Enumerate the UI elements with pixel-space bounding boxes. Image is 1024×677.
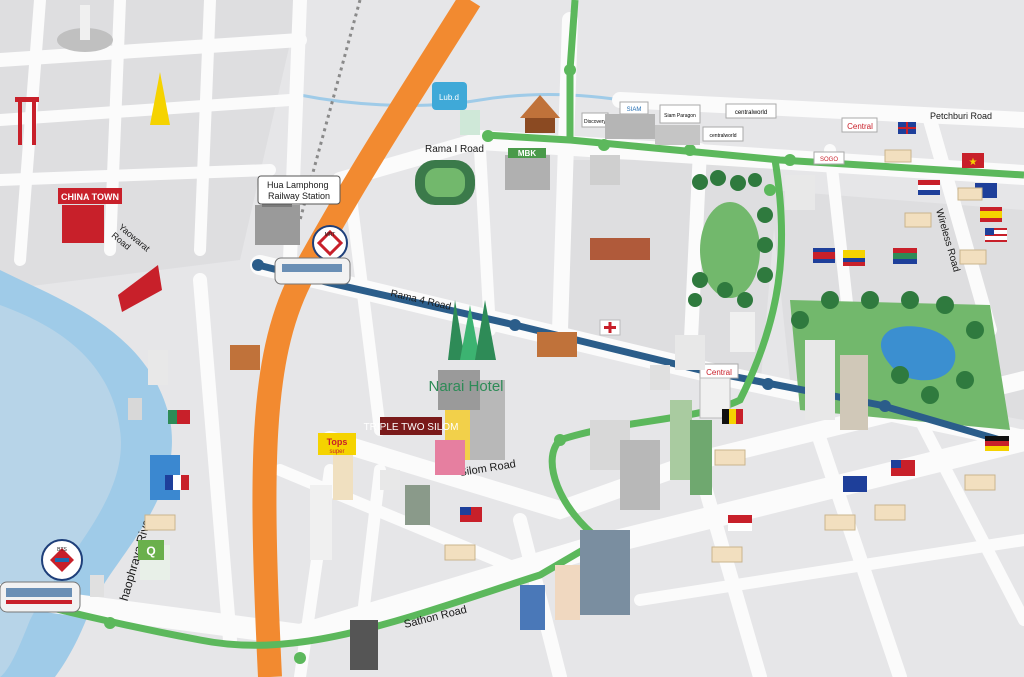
svg-text:★: ★ (969, 157, 978, 168)
flag-singapore (728, 515, 752, 531)
bts-station-icon[interactable]: BTS (41, 539, 83, 581)
sogo: SOGO (813, 151, 845, 165)
svg-text:BTS: BTS (57, 547, 67, 553)
tops-supermarket: Tops super (318, 433, 356, 500)
flag-colombia (843, 250, 865, 266)
svg-text:centralworld: centralworld (710, 133, 737, 139)
embassy-pedestals (144, 149, 996, 563)
giant-swing (15, 97, 39, 145)
central-chidlom: Central (841, 117, 878, 133)
flag-germany (985, 436, 1009, 451)
mrt-train (274, 257, 351, 285)
petchburi-road-label: Petchburi Road (930, 111, 992, 121)
china-town: CHINA TOWN (58, 188, 162, 312)
flag-australia (843, 476, 867, 492)
svg-text:centralworld: centralworld (735, 110, 767, 116)
hospital-icon (599, 319, 621, 336)
central-silom: Central (699, 363, 739, 419)
svg-text:MBK: MBK (518, 149, 536, 158)
flag-uk (898, 122, 916, 134)
rama1-road-label: Rama I Road (425, 144, 484, 155)
svg-text:Tops: Tops (327, 437, 348, 447)
svg-text:CHINA TOWN: CHINA TOWN (61, 192, 119, 202)
flag-usa (985, 228, 1007, 242)
mbk-center: MBK (505, 148, 550, 190)
canal (299, 93, 651, 107)
flag-malaysia (891, 460, 915, 476)
svg-text:Hua Lamphong Railway Sta: Hua Lamphong Railway Station (267, 180, 331, 201)
hua-lamphong-label-1: Hua Lamphong (267, 180, 329, 190)
svg-text:Siam Paragon: Siam Paragon (664, 113, 696, 119)
centralworld: centralworld centralworld (702, 103, 777, 142)
svg-text:TRIPLE TWO SILOM: TRIPLE TWO SILOM (364, 422, 459, 433)
golden-temple (150, 72, 170, 125)
flag-portugal (168, 410, 190, 424)
democracy-monument (57, 5, 113, 52)
svg-text:Lub.d: Lub.d (439, 93, 459, 102)
siam-paragon: Siam Paragon (655, 104, 701, 145)
svg-text:Central: Central (847, 122, 873, 131)
hua-lamphong-label-2: Railway Station (268, 191, 330, 201)
svg-text:Central: Central (706, 368, 732, 377)
svg-text:Discovery: Discovery (584, 119, 606, 125)
mrt-station-icon[interactable]: MRT (312, 225, 348, 261)
svg-text:Q: Q (146, 544, 155, 558)
lub-d-hostel: Lub.d (432, 82, 480, 135)
buildings (90, 155, 868, 670)
sports-field (700, 202, 760, 298)
hua-lamphong-station: Hua Lamphong Railway Station (255, 175, 341, 245)
flag-cambodia (813, 248, 835, 263)
bts-train (0, 581, 81, 613)
flag-taiwan (460, 507, 482, 522)
svg-text:MRT: MRT (325, 232, 336, 238)
jim-thompson-house (520, 95, 560, 133)
svg-text:SIAM: SIAM (627, 107, 642, 113)
flag-belgium (722, 409, 743, 424)
flag-france (165, 475, 189, 490)
narai-hotel-label: Narai Hotel (428, 378, 503, 395)
svg-text:SOGO: SOGO (820, 157, 838, 163)
q-hotel-badge: Q (138, 540, 164, 560)
siam-discovery: Discovery (581, 112, 609, 128)
siam-center: SIAM (605, 101, 655, 139)
triple-two-silom: TRIPLE TWO SILOM (364, 417, 465, 475)
flag-spain (980, 207, 1002, 222)
svg-text:super: super (329, 449, 344, 455)
national-stadium (415, 160, 475, 205)
narai-hotel: Narai Hotel (428, 300, 505, 460)
flag-netherlands (918, 180, 940, 195)
flag-south-africa (893, 248, 917, 264)
flag-vietnam: ★ (962, 153, 984, 168)
